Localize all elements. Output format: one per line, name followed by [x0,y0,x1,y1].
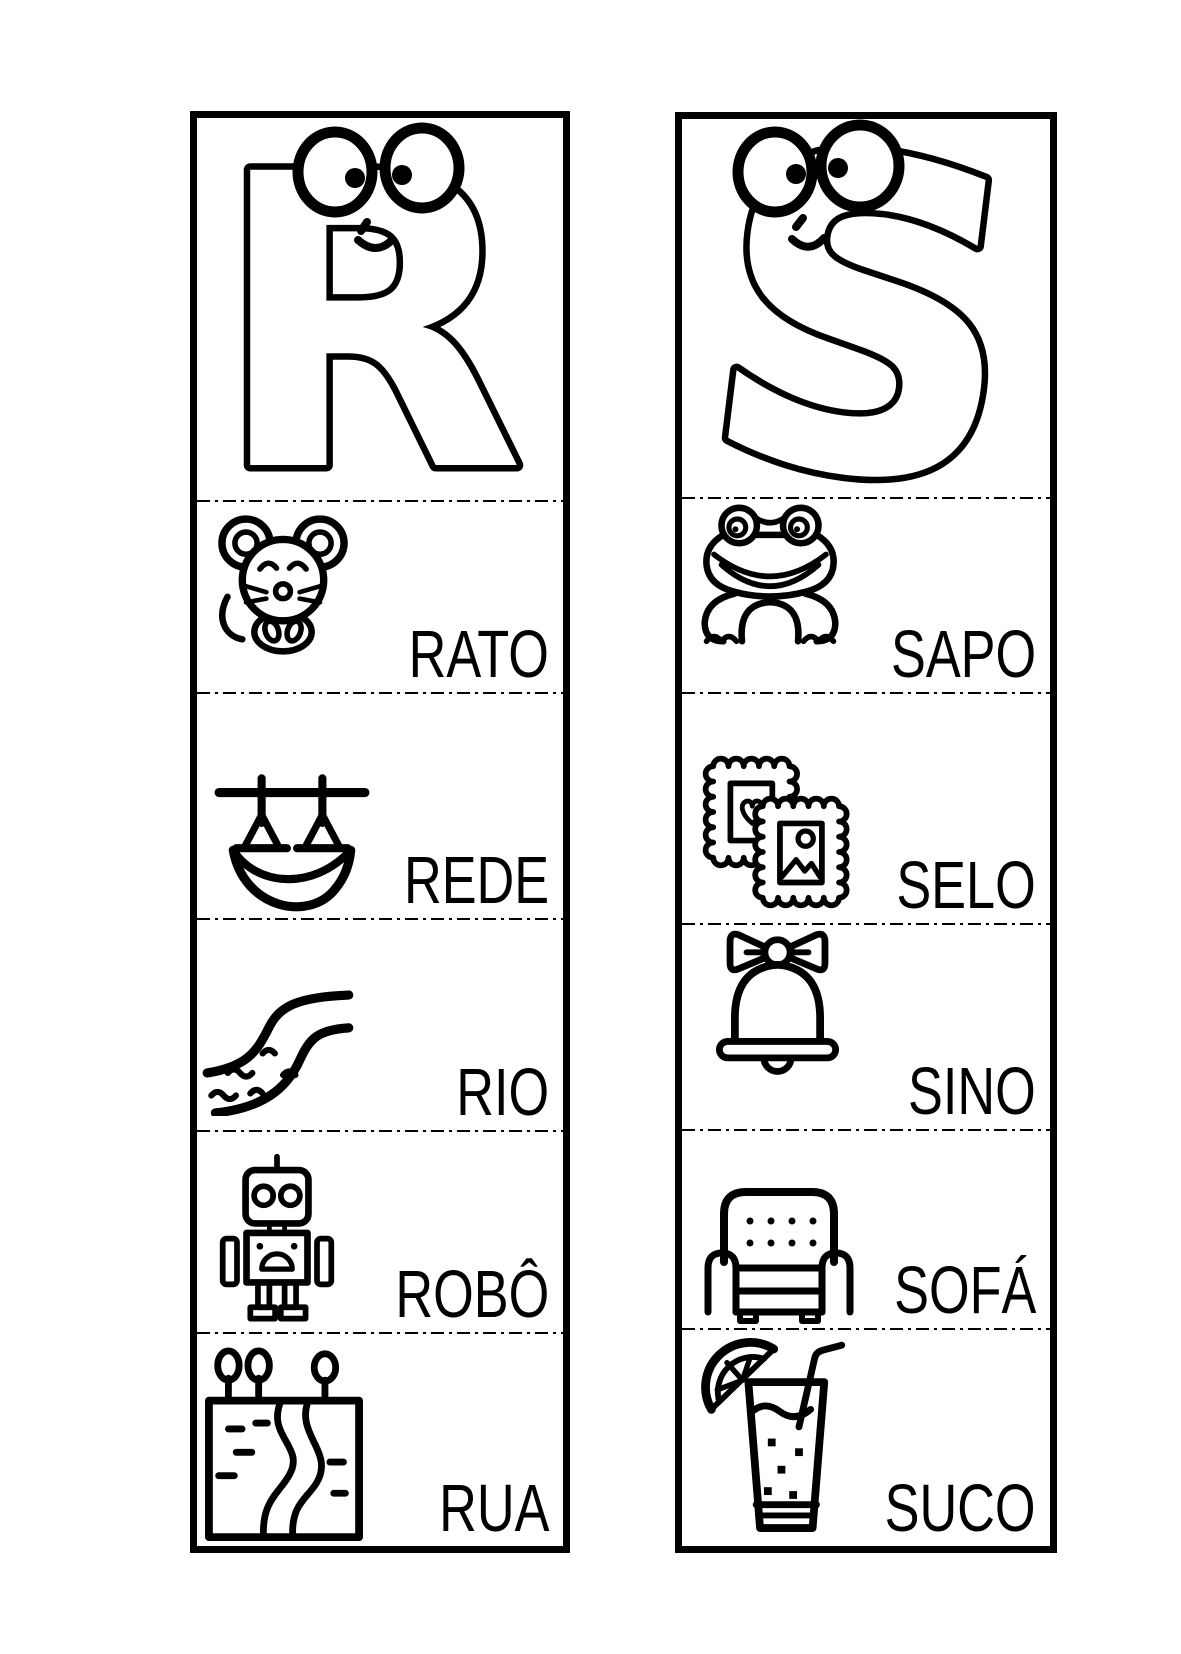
word-label: SAPO [890,617,1036,692]
left-pupil [345,168,365,188]
row-rede: REDE [197,692,563,918]
right-pupil [828,158,848,178]
street-icon [205,1347,363,1542]
cut-line [197,1130,563,1132]
row-rato: RATO [197,500,563,692]
row-sofa: SOFÁ [682,1129,1050,1328]
smile-mouth [354,218,396,252]
row-rio: RIO [197,918,563,1130]
letter-s-character: S [674,48,1055,595]
word-label: RIO [456,1055,549,1130]
robot-icon [219,1153,335,1322]
letter-r-character: R [207,83,532,568]
googly-eyes [732,119,905,218]
letter-s-area: S [674,48,1055,595]
word-label: RUA [438,1471,549,1546]
word-label: SOFÁ [893,1253,1036,1328]
bookmark-column-r: R [190,83,570,1553]
cut-line [197,1332,563,1334]
cut-line [682,497,1050,499]
cut-line [682,1328,1050,1330]
smile-mouth [788,214,828,251]
row-suco: SUCO [682,1328,1050,1546]
word-label: SINO [908,1054,1036,1129]
row-sino: SINO [682,923,1050,1129]
river-icon [202,990,354,1116]
cut-line [682,923,1050,925]
cut-line [682,1129,1050,1131]
row-rua: RUA [197,1332,563,1546]
hammock-icon [214,774,370,912]
cut-line [197,692,563,694]
letter-r-area: R [197,83,563,568]
right-eye [815,119,905,213]
word-label: ROBÔ [395,1257,549,1332]
word-label: RATO [408,617,549,692]
row-selo: SELO [682,692,1050,923]
row-robo: ROBÔ [197,1130,563,1332]
bookmark-column-s: S [674,48,1057,1553]
word-label: SUCO [885,1471,1036,1546]
right-pupil [392,165,412,185]
bell-icon [715,930,840,1075]
googly-eyes [292,122,465,218]
right-eye [379,122,465,214]
left-pupil [786,164,806,184]
cut-line [197,918,563,920]
cut-line [197,500,563,502]
word-label: REDE [403,843,549,918]
juice-icon [701,1338,846,1532]
word-label: SELO [896,848,1036,923]
stamp-icon [702,755,850,909]
frog-icon [701,504,839,645]
row-sapo: SAPO [682,497,1050,692]
left-eye [732,126,818,218]
sofa-icon [704,1188,854,1324]
left-eye [292,126,378,218]
mouse-icon [218,515,348,655]
cut-line [682,692,1050,694]
